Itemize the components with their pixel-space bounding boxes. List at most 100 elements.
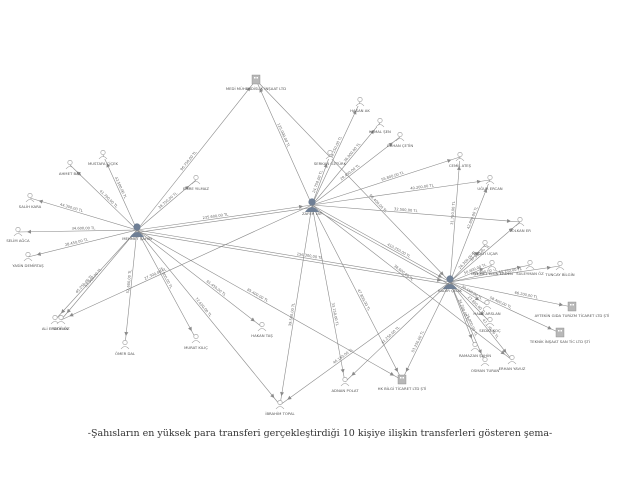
- person-head-icon: [52, 314, 58, 320]
- edge-amount-label: 40.200,00 TL: [410, 183, 434, 190]
- arrowhead: [106, 163, 111, 168]
- transfer-edge: [344, 281, 451, 383]
- edge-amount-label: 39.500,00 TL: [288, 303, 296, 327]
- node-name-label: TEKNİK İNŞAAT SAN TİC LTD ŞTİ: [529, 339, 590, 344]
- person-body-icon: [355, 103, 365, 107]
- person-head-icon: [482, 356, 488, 362]
- node-name-label: MEDİ MÜHENDİSLİK İNŞAAT LTD: [226, 86, 286, 91]
- building-window-icon: [560, 330, 562, 332]
- node-name-label: MUSTAFA ÇİÇEK: [88, 161, 119, 166]
- edge-amount-label: 24.750,00 TL: [312, 170, 324, 194]
- person-body-icon: [375, 124, 385, 128]
- transfer-edge: [449, 264, 493, 283]
- arrowhead: [500, 350, 505, 355]
- node-name-label: KEMAL ŞEN: [369, 129, 391, 134]
- arrowhead: [405, 367, 410, 372]
- transfer-edge: [449, 221, 521, 283]
- transfer-edge: [27, 229, 138, 258]
- transfer-edge-return: [137, 207, 313, 233]
- person-node: KEMAL ŞEN: [369, 118, 391, 134]
- person-node: MEHMET EMİN ERDEN: [471, 259, 513, 276]
- edge-amount-label: 125.000,00 TL: [276, 123, 290, 148]
- hub-node: MEHMET ŞAHİN: [122, 223, 152, 241]
- diagram-caption: -Şahısların en yüksek para transferi ger…: [87, 428, 553, 439]
- person-node: HAKAN TAŞ: [251, 321, 273, 338]
- person-body-icon: [487, 266, 497, 270]
- person-body-icon: [13, 233, 23, 237]
- node-name-label: FATİH ÖZ: [52, 326, 70, 331]
- transfer-edge: [124, 229, 138, 346]
- edge-amount-label: 58.400,00 TL: [489, 296, 512, 310]
- transfer-edge: [449, 244, 486, 283]
- edge-amount-label: 29.450,00 TL: [339, 164, 360, 182]
- node-name-label: MEHMET ŞAHİN: [122, 236, 152, 241]
- person-node: VOLKAN ER: [509, 217, 531, 233]
- person-node: YASİN DEMİRTAŞ: [12, 252, 44, 268]
- arrowhead: [468, 334, 473, 339]
- transfer-edge: [136, 204, 313, 231]
- edge-amount-label: 44.300,00 TL: [59, 202, 83, 213]
- transfer-edge: [401, 281, 451, 381]
- person-body-icon: [480, 363, 490, 367]
- arrowhead: [516, 265, 522, 270]
- node-name-label: AHMET BAŞ: [59, 171, 82, 176]
- person-body-icon: [275, 406, 285, 410]
- node-name-label: NECATİ UÇAR: [472, 251, 498, 256]
- node-name-label: SERKAN ÖZTÜRK: [314, 161, 347, 166]
- person-body-icon: [23, 258, 33, 262]
- person-body-icon: [191, 340, 201, 344]
- arrowhead: [437, 273, 443, 278]
- transfer-edge: [136, 229, 281, 406]
- node-name-label: OSMAN TURAN: [471, 368, 499, 373]
- transfer-edge: [60, 229, 138, 321]
- arrowhead: [124, 331, 129, 337]
- transfer-edge: [60, 204, 313, 321]
- arrowhead: [188, 326, 192, 332]
- arrowhead: [184, 185, 190, 190]
- person-head-icon: [517, 217, 523, 223]
- node-name-label: ALİ ERDOĞAN: [42, 326, 69, 331]
- person-head-icon: [484, 299, 490, 305]
- arrowhead: [558, 302, 564, 307]
- person-node: SEDAT KOÇ: [479, 316, 501, 333]
- transfer-edge: [255, 79, 451, 283]
- edge-amount-label: 31.750,00 TL: [450, 201, 456, 225]
- person-node: NECATİ UÇAR: [472, 240, 498, 256]
- edge-amount-label: 33.150,00 TL: [331, 302, 339, 326]
- node-name-label: VOLKAN ER: [509, 228, 531, 233]
- edge-amount-label: 156.300,00 TL: [296, 252, 322, 260]
- person-head-icon: [489, 259, 495, 265]
- hub-node: KADİR ÇELİK: [438, 275, 462, 293]
- transfer-edge: [311, 204, 451, 283]
- building-node: MEDİ MÜHENDİSLİK İNŞAAT LTD: [226, 74, 286, 91]
- building-icon: [567, 301, 577, 312]
- edge-amount-label: 43.750,00 TL: [498, 267, 522, 274]
- node-name-label: HASAN AK: [350, 108, 370, 113]
- person-head-icon: [487, 316, 493, 322]
- person-body-icon: [130, 232, 144, 237]
- edge-amount-label: 32.500,00 TL: [394, 207, 418, 213]
- transfer-edge: [279, 204, 313, 406]
- person-head-icon: [472, 341, 478, 347]
- transfer-edge: [136, 229, 451, 283]
- hub-node: ZAFER FAT: [302, 198, 323, 216]
- transfer-edge: [311, 179, 491, 206]
- building-window-icon: [400, 377, 402, 379]
- person-head-icon: [457, 152, 463, 158]
- transfer-edge: [255, 79, 313, 206]
- edge-amount-label: 85.400,00 TL: [246, 288, 269, 303]
- person-body-icon: [340, 383, 350, 387]
- person-node: OSMAN TURAN: [471, 356, 499, 373]
- person-node: ERHAN YAVUZ: [499, 354, 526, 371]
- person-body-icon: [191, 181, 201, 185]
- person-node: ORHAN ÇETİN: [387, 132, 413, 148]
- person-body-icon: [507, 361, 517, 365]
- arrowhead: [476, 179, 482, 184]
- edge-amount-label: 61.450,00 TL: [205, 279, 226, 297]
- person-body-icon: [470, 348, 480, 352]
- person-head-icon: [58, 314, 64, 320]
- building-window-icon: [402, 377, 404, 379]
- node-name-label: MEHMET EMİN ERDEN: [471, 271, 513, 276]
- node-name-label: SALİH KARA: [19, 204, 42, 209]
- transfer-edge: [54, 229, 138, 321]
